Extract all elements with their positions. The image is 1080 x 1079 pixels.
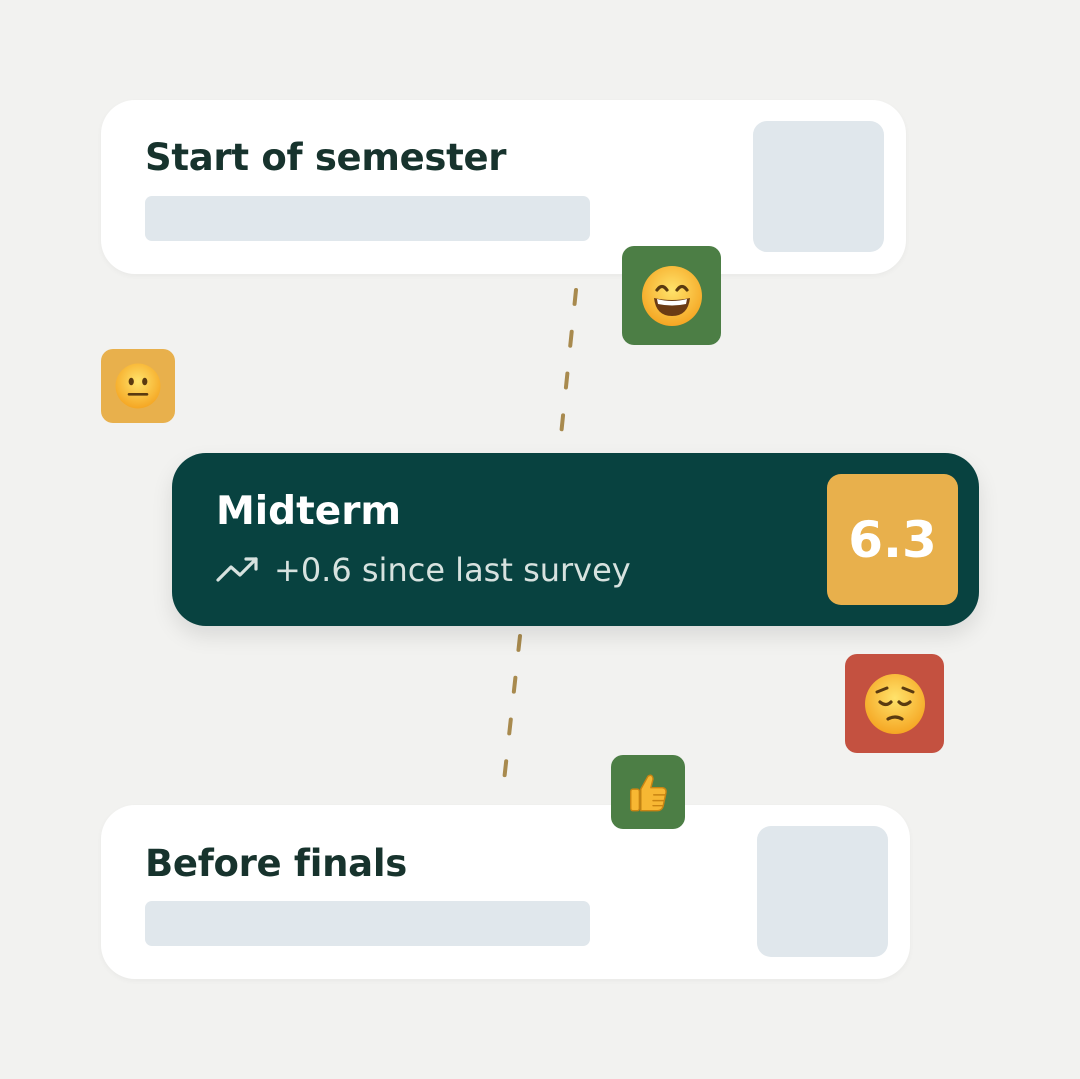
card-before-finals[interactable]: Before finals	[101, 805, 910, 979]
card-title: Before finals	[145, 842, 407, 885]
placeholder-thumbnail	[757, 826, 888, 957]
pensive-face-icon	[864, 673, 925, 734]
placeholder-thumbnail	[753, 121, 884, 252]
trending-up-icon	[216, 557, 258, 582]
placeholder-bar	[145, 901, 590, 946]
card-title: Midterm	[216, 489, 402, 534]
grinning-face-icon	[622, 246, 721, 345]
thumbs-up-icon	[630, 774, 667, 812]
pensive-face-icon	[845, 654, 944, 753]
score-badge: 6.3	[827, 474, 958, 605]
neutral-face-icon	[101, 349, 175, 423]
card-start-of-semester[interactable]: Start of semester	[101, 100, 906, 274]
trend-line: +0.6 since last survey	[216, 551, 631, 589]
trend-text: +0.6 since last survey	[274, 551, 631, 589]
card-title: Start of semester	[145, 136, 507, 179]
placeholder-bar	[145, 196, 590, 241]
grinning-face-icon	[641, 265, 702, 326]
thumbs-up-icon	[611, 755, 685, 829]
connector-start-midterm	[558, 288, 578, 447]
connector-midterm-finals	[501, 634, 522, 792]
neutral-face-icon	[115, 363, 161, 409]
card-midterm[interactable]: Midterm +0.6 since last survey 6.3	[172, 453, 979, 626]
